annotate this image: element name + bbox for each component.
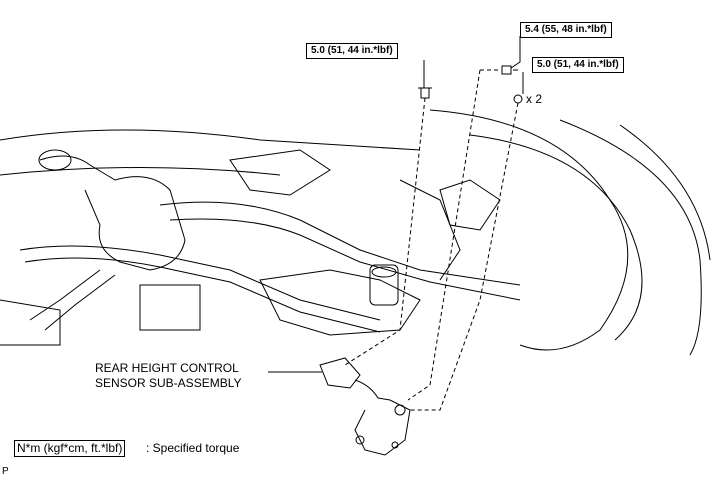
- wheel-arc-outer: [559, 119, 702, 356]
- brake-line: [19, 245, 381, 321]
- pipe-end: [38, 149, 72, 171]
- sensor-body: [319, 357, 361, 389]
- wheel-arc: [429, 109, 629, 351]
- bracket: [229, 149, 331, 196]
- nut-right: [513, 94, 523, 104]
- torque-label-right-nut: 5.0 (51, 44 in.*lbf): [532, 57, 624, 73]
- legend-unit-box: N*m (kgf*cm, ft.*lbf): [14, 440, 126, 457]
- mount: [439, 179, 501, 231]
- quantity-label: x 2: [526, 92, 543, 106]
- leader-nut: [410, 102, 519, 411]
- leader-top-bolt: [407, 69, 481, 401]
- wheel-arc-inner: [469, 134, 643, 341]
- frame-line: [0, 167, 281, 176]
- torque-label-top-right-bolt: 5.4 (55, 48 in.*lbf): [520, 22, 612, 38]
- leader-left-bolt: [344, 97, 426, 366]
- torque-label-left-bolt: 5.0 (51, 44 in.*lbf): [306, 43, 398, 59]
- wheel-arc-outer2: [619, 124, 711, 261]
- corner-mark: P: [2, 466, 9, 477]
- frame-line-upper: [0, 129, 421, 151]
- brake-line2: [24, 257, 381, 333]
- control-arm: [259, 269, 421, 336]
- muffler: [39, 155, 186, 271]
- legend-text: : Specified torque: [146, 441, 240, 455]
- bushing: [369, 264, 399, 306]
- pipe: [29, 269, 116, 331]
- part-label-line1: REAR HEIGHT CONTROL: [95, 361, 239, 375]
- bolt-left: [420, 87, 430, 99]
- sensor-arm: [354, 379, 411, 456]
- crossmember-lower: [169, 218, 521, 301]
- part-label-line2: SENSOR SUB-ASSEMBLY: [95, 376, 242, 390]
- link: [399, 179, 461, 281]
- crossmember: [159, 201, 521, 286]
- left-panel: [0, 299, 61, 346]
- bolt-top-right: [501, 65, 512, 75]
- left-bracket: [139, 284, 201, 331]
